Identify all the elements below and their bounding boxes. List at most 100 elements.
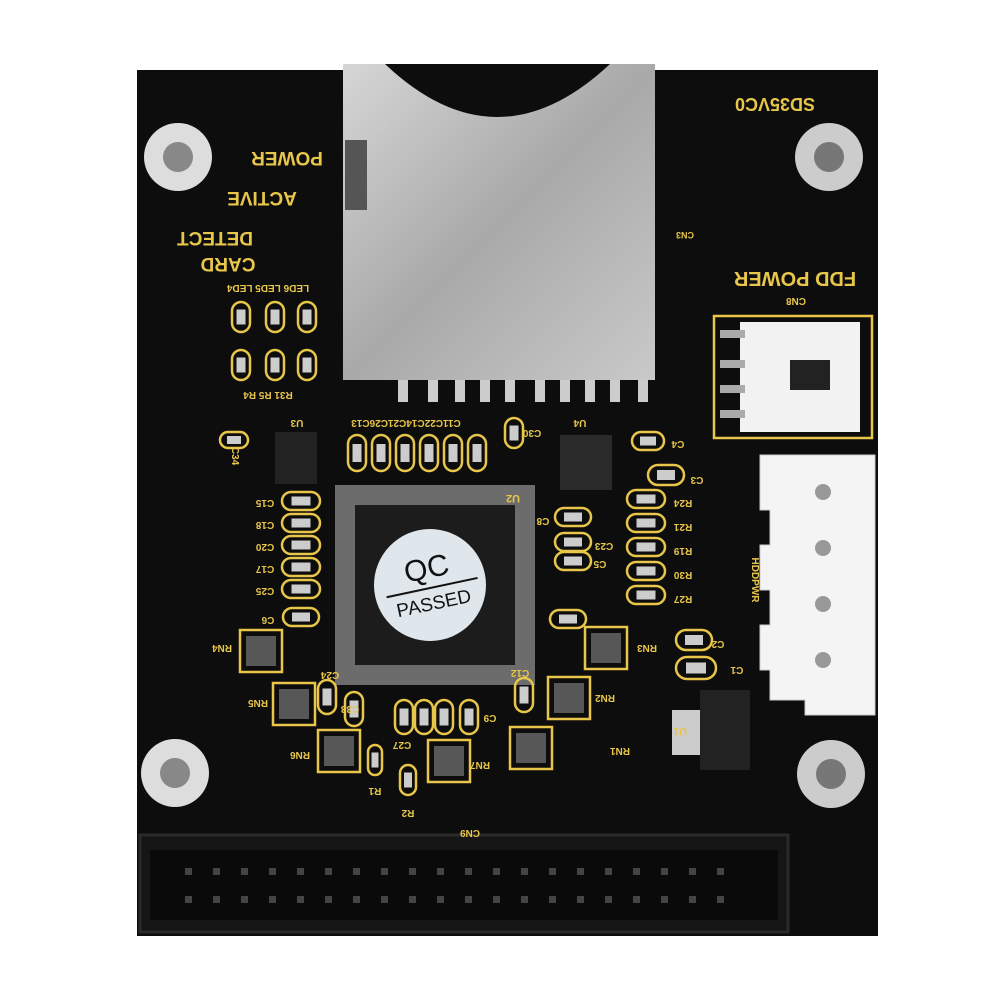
header-pin bbox=[549, 868, 556, 875]
capacitor-label: C25 bbox=[255, 585, 274, 596]
header-pin bbox=[521, 868, 528, 875]
cn8-label: CN8 bbox=[786, 295, 806, 306]
r2-label: R2 bbox=[401, 807, 414, 818]
capacitor bbox=[513, 676, 535, 714]
header-pin bbox=[409, 868, 416, 875]
header-pin bbox=[717, 868, 724, 875]
capacitor bbox=[343, 690, 365, 728]
header-pin bbox=[269, 868, 276, 875]
header-pin bbox=[633, 896, 640, 903]
resistor-network bbox=[508, 725, 554, 771]
header-pin bbox=[577, 868, 584, 875]
cn9-label: CN9 bbox=[460, 827, 480, 838]
c8-label: C8 bbox=[536, 515, 549, 526]
capacitor bbox=[548, 608, 588, 630]
resistor bbox=[264, 348, 286, 382]
header-pin bbox=[409, 896, 416, 903]
header-pin bbox=[661, 896, 668, 903]
detect-label: DETECT bbox=[177, 227, 253, 248]
header-pin bbox=[465, 896, 472, 903]
mounting-hole bbox=[795, 123, 863, 191]
capacitor bbox=[413, 698, 435, 736]
power-label: POWER bbox=[251, 147, 323, 168]
c1-label: C1 bbox=[730, 664, 743, 675]
header-pin bbox=[633, 868, 640, 875]
header-pin bbox=[577, 896, 584, 903]
resistor bbox=[296, 348, 318, 382]
header-pin bbox=[241, 896, 248, 903]
capacitor bbox=[316, 678, 338, 716]
c9-label: C9 bbox=[483, 712, 496, 723]
c6-label: C6 bbox=[261, 614, 274, 625]
chip-u4 bbox=[560, 435, 612, 490]
hdd-power-molex-connector[interactable] bbox=[759, 454, 876, 716]
capacitor bbox=[280, 556, 322, 578]
header-pin bbox=[381, 896, 388, 903]
rn-label: RN5 bbox=[248, 697, 268, 708]
capacitor bbox=[553, 506, 593, 528]
header-pin bbox=[381, 868, 388, 875]
capacitor bbox=[281, 606, 321, 628]
header-pin bbox=[297, 868, 304, 875]
header-pin bbox=[605, 896, 612, 903]
capacitor bbox=[366, 743, 384, 777]
rn-label: RN2 bbox=[595, 692, 615, 703]
capacitor bbox=[393, 698, 415, 736]
capacitor bbox=[646, 463, 686, 487]
fdd-power-label: FDD POWER bbox=[733, 267, 856, 289]
capacitor-label: C15 bbox=[255, 497, 274, 508]
rn-label: RN4 bbox=[212, 642, 232, 653]
resistor-label: R19 bbox=[673, 545, 692, 556]
resistor-network bbox=[238, 628, 284, 674]
header-pin bbox=[493, 896, 500, 903]
resistor bbox=[625, 488, 667, 510]
header-pin bbox=[185, 868, 192, 875]
capacitor bbox=[280, 578, 322, 600]
header-pin bbox=[437, 868, 444, 875]
qc-passed-sticker bbox=[374, 529, 486, 641]
resistor bbox=[625, 560, 667, 582]
c27-label: C27 bbox=[392, 739, 411, 750]
sd-card-slot[interactable] bbox=[343, 64, 655, 402]
capacitor-label: C17 bbox=[255, 563, 274, 574]
resistor-label: R30 bbox=[673, 569, 692, 580]
cn3-label: CN3 bbox=[676, 230, 694, 240]
u1-label: U1 bbox=[673, 725, 687, 737]
capacitor bbox=[630, 430, 666, 452]
mounting-hole bbox=[797, 740, 865, 808]
capacitor bbox=[674, 628, 714, 652]
header-pin bbox=[549, 896, 556, 903]
c12-label: C12 bbox=[510, 667, 529, 678]
capacitor bbox=[418, 433, 440, 473]
capacitor bbox=[503, 416, 525, 450]
header-pin bbox=[437, 896, 444, 903]
c3-label: C3 bbox=[690, 474, 703, 485]
caps-top-label: C11C22C14C21C26C13 bbox=[351, 417, 461, 428]
c34-label: C34 bbox=[229, 447, 240, 466]
c4-label: C4 bbox=[671, 438, 684, 449]
fdd-power-connector[interactable] bbox=[712, 314, 874, 440]
capacitor bbox=[280, 490, 322, 512]
resistor bbox=[625, 536, 667, 558]
led bbox=[296, 300, 318, 334]
capacitor bbox=[553, 550, 593, 572]
resistor-network bbox=[316, 728, 362, 774]
led-labels: LED6 LED5 LED4 bbox=[226, 282, 309, 293]
capacitor bbox=[280, 534, 322, 556]
resistor-label: R27 bbox=[673, 593, 692, 604]
capacitor bbox=[458, 698, 480, 736]
u4-label: U4 bbox=[573, 417, 586, 428]
mounting-hole bbox=[141, 739, 209, 807]
resistor-network bbox=[583, 625, 629, 671]
active-label: ACTIVE bbox=[227, 187, 297, 208]
header-pin bbox=[689, 896, 696, 903]
rn-label: RN7 bbox=[470, 759, 490, 770]
header-pin bbox=[465, 868, 472, 875]
ide-40-pin-header[interactable] bbox=[138, 833, 790, 934]
header-pin bbox=[213, 896, 220, 903]
u2-label: U2 bbox=[506, 492, 520, 504]
header-pin bbox=[661, 868, 668, 875]
header-pin bbox=[353, 896, 360, 903]
capacitor-label: C20 bbox=[255, 541, 274, 552]
